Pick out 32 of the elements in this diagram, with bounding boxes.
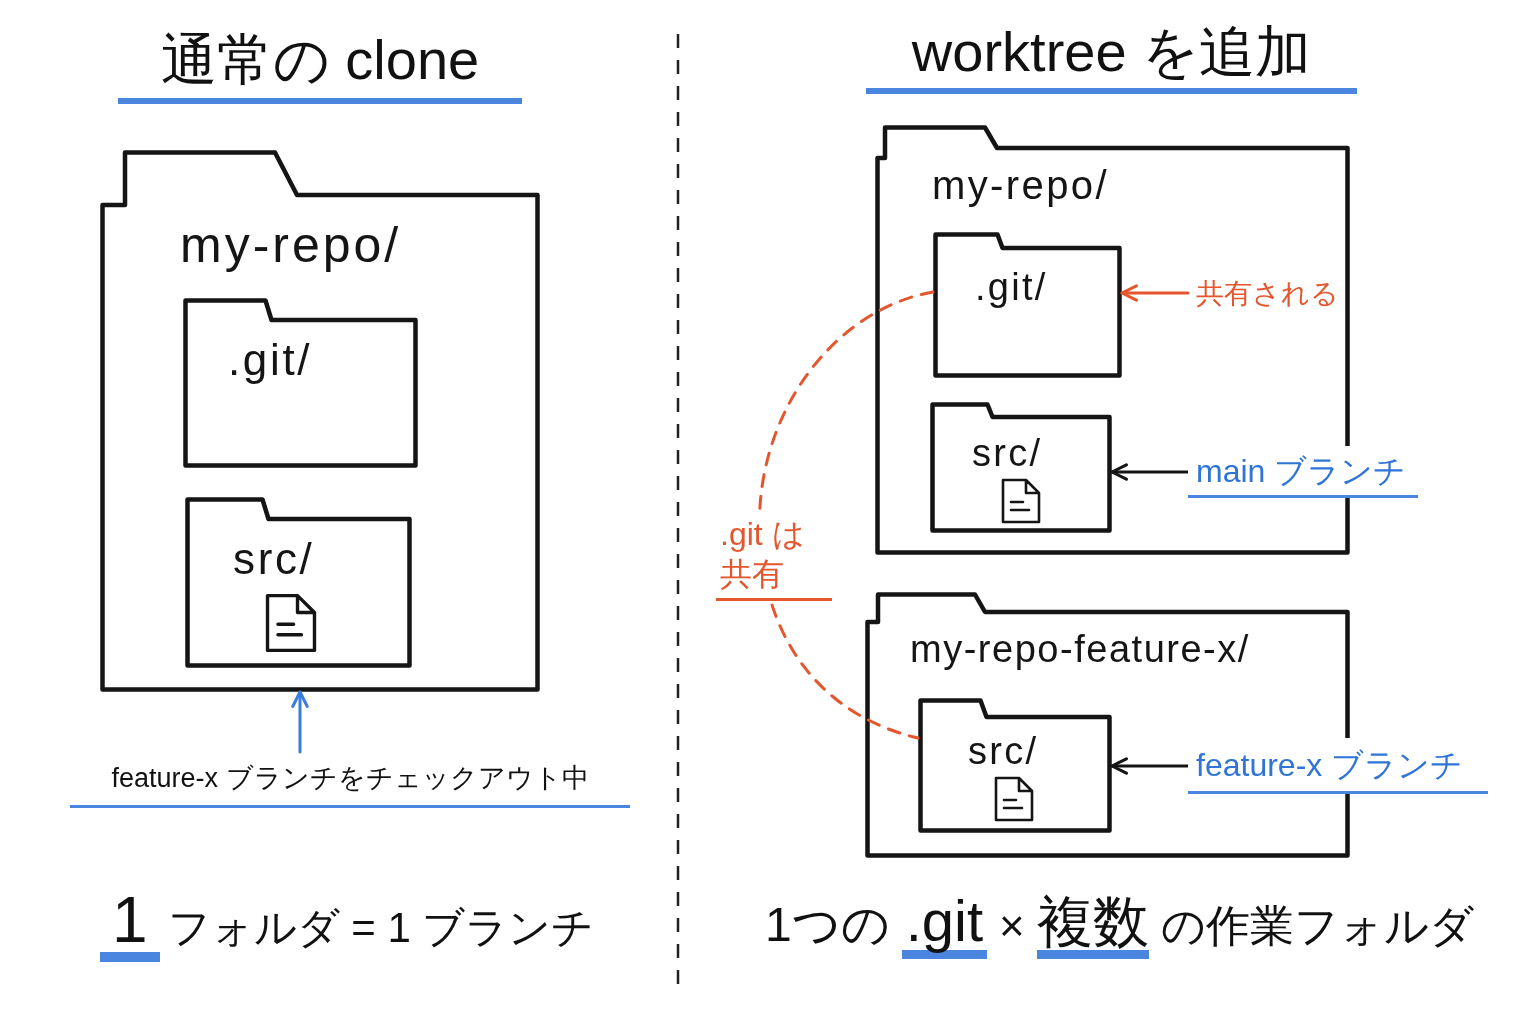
folder-name: .git/: [975, 268, 1048, 306]
section-heading: worktree を追加: [866, 16, 1357, 94]
arrow: [1110, 463, 1190, 481]
folder-name: my-repo/: [180, 220, 402, 270]
folder-name: src/: [972, 434, 1043, 472]
arrow: [291, 690, 309, 754]
folder: [933, 232, 1122, 378]
summary-text: フォルダ = 1 ブランチ: [167, 907, 595, 949]
summary-text: の作業フォルダ: [1160, 904, 1474, 948]
section-heading: 通常の clone: [118, 22, 522, 104]
branch-label: feature-x ブランチ: [1188, 738, 1488, 794]
arrow: [1120, 284, 1190, 302]
summary-text: 複数: [1036, 894, 1149, 959]
edge-label: .git は共有: [716, 514, 832, 601]
folder: [100, 150, 540, 692]
summary-text: 1つの: [765, 901, 890, 949]
folder: [185, 497, 412, 668]
folder: [918, 698, 1112, 833]
branch-label: main ブランチ: [1188, 446, 1418, 498]
summary-text: 1: [100, 888, 160, 962]
arrow: [1110, 757, 1190, 775]
folder-name: .git/: [228, 338, 313, 382]
folder-name: my-repo/: [932, 165, 1109, 205]
caption-text: feature-x ブランチをチェックアウト中: [70, 752, 630, 808]
folder: [183, 298, 418, 468]
folder: [930, 402, 1112, 533]
folder-name: src/: [968, 732, 1039, 770]
summary-text: .git: [901, 892, 988, 959]
annotation-text: 共有される: [1188, 272, 1344, 314]
folder-name: my-repo-feature-x/: [910, 630, 1250, 668]
folder-name: src/: [233, 537, 315, 581]
summary-text: ×: [999, 904, 1025, 948]
